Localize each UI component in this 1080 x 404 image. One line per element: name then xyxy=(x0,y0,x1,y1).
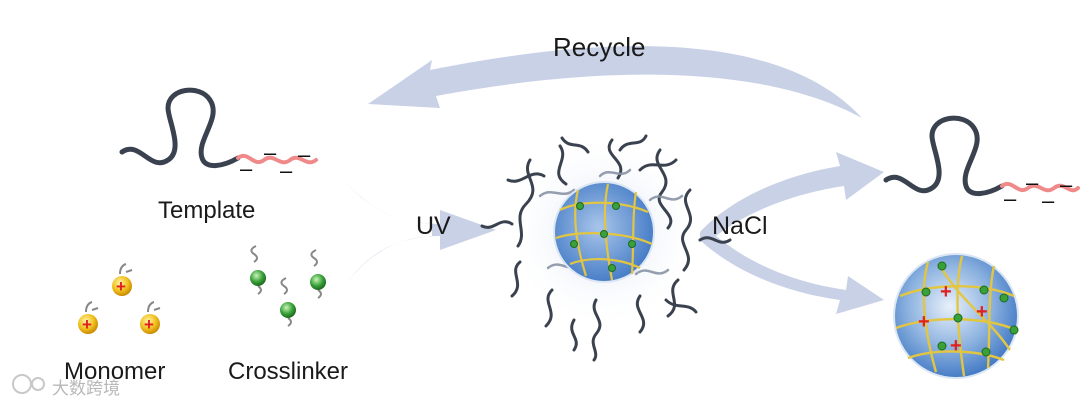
negative-charge: – xyxy=(1042,188,1055,213)
positive-charge: + xyxy=(940,281,952,303)
crosslinker-group xyxy=(250,245,326,327)
released-template-molecule xyxy=(883,115,1080,196)
crosslinker-label: Crosslinker xyxy=(228,358,349,385)
template-molecule xyxy=(119,87,318,168)
template-negative-charges: – – – – xyxy=(240,140,311,183)
uv-label: UV xyxy=(416,212,451,240)
positive-charge: + xyxy=(116,277,126,296)
recycle-arrow xyxy=(368,46,862,118)
negative-charge: – xyxy=(264,140,277,165)
recycle-label: Recycle xyxy=(553,32,646,62)
crosslinker-bead xyxy=(310,249,326,299)
positive-charge: + xyxy=(144,315,154,334)
uv-arrow xyxy=(344,180,496,286)
monomer-group: + + + xyxy=(78,263,161,334)
negative-charge: – xyxy=(1004,186,1017,211)
positive-charge: + xyxy=(950,335,962,357)
positive-charge: + xyxy=(976,301,988,323)
negative-charge: – xyxy=(298,142,311,167)
crosslinker-bead xyxy=(250,245,266,295)
crosslinker-bead xyxy=(280,277,296,327)
monomer-bead: + xyxy=(112,263,133,296)
positive-charge: + xyxy=(82,315,92,334)
nacl-label: NaCl xyxy=(712,212,768,240)
watermark-logo xyxy=(12,374,45,394)
released-template-negative-charges: – – – – xyxy=(1004,170,1073,213)
negative-charge: – xyxy=(1060,172,1073,197)
negative-charge: – xyxy=(1026,170,1039,195)
watermark-text: 大数跨境 xyxy=(52,379,120,398)
negative-charge: – xyxy=(240,156,253,181)
nacl-arrow xyxy=(700,152,884,314)
templated-nanoparticle xyxy=(480,134,732,362)
monomer-bead: + xyxy=(78,301,99,334)
positive-charge: + xyxy=(918,311,930,333)
monomer-label: Monomer xyxy=(64,358,166,385)
monomer-bead: + xyxy=(140,301,161,334)
template-label: Template xyxy=(158,197,256,224)
released-nanoparticle: + + + + xyxy=(893,253,1019,379)
negative-charge: – xyxy=(280,158,293,183)
